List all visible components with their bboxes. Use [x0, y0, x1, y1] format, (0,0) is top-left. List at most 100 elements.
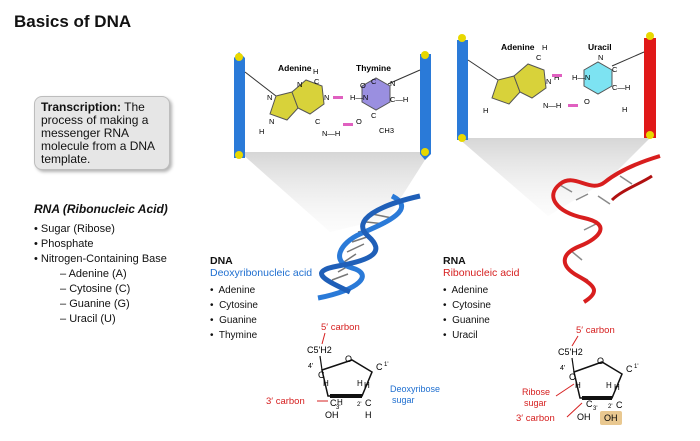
svg-text:H: H: [337, 398, 343, 407]
svg-text:1': 1': [384, 362, 388, 368]
callout-text: The process of making a messenger RNA mo…: [41, 100, 155, 166]
zoom-cone-dna: [240, 152, 430, 232]
svg-text:C: C: [371, 111, 377, 120]
highlight-2prime-oh: [600, 411, 622, 425]
sugar-2prime-oh-label: OH: [604, 413, 618, 423]
rna-strand: [551, 154, 661, 304]
svg-text:H: H: [364, 381, 370, 390]
svg-text:C: C: [536, 53, 542, 62]
svg-text:4': 4': [308, 363, 313, 370]
rna-folded-strand: [551, 154, 661, 304]
list-item: • Phosphate: [34, 238, 94, 250]
rna-backbone-right: [644, 38, 656, 138]
adenine-ring-6: [291, 79, 325, 115]
svg-text:C: C: [376, 362, 383, 372]
three-prime-label: 3′ carbon: [266, 396, 305, 407]
dna-title: DNA: [210, 255, 233, 267]
c5-label: C5'H2: [558, 347, 583, 357]
svg-text:C: C: [616, 400, 623, 410]
svg-text:2': 2': [608, 404, 612, 410]
uracil-ring: [583, 61, 613, 95]
svg-text:O: O: [345, 354, 352, 364]
sugar-ring: [573, 361, 623, 399]
dna-base-pair: Adenine N N H N C H N C N—H Thymine H—N …: [234, 51, 431, 160]
hydrogen-bond: [552, 74, 562, 77]
ribose-label: Ribose: [522, 387, 550, 397]
list-item: • Adenine: [210, 285, 256, 296]
svg-text:1': 1': [634, 364, 638, 370]
backbone-joint: [646, 32, 654, 40]
svg-text:3': 3': [593, 406, 597, 412]
svg-text:C: C: [314, 77, 320, 86]
backbone-joint: [458, 134, 466, 142]
list-item: – Guanine (G): [60, 298, 130, 310]
svg-text:C: C: [612, 65, 618, 74]
svg-text:H: H: [323, 379, 329, 388]
svg-text:N: N: [297, 80, 302, 89]
svg-text:H—N: H—N: [350, 93, 368, 102]
backbone-joint: [646, 131, 654, 139]
svg-text:3': 3': [336, 405, 340, 411]
list-item: • Thymine: [210, 330, 258, 341]
list-item: • Cytosine: [443, 300, 491, 311]
dna-strand-1: [317, 193, 404, 301]
svg-text:N—H: N—H: [322, 129, 340, 138]
thymine-ring: [361, 77, 391, 111]
list-item: • Nitrogen-Containing Base: [34, 253, 167, 265]
list-item: – Adenine (A): [60, 268, 127, 280]
svg-text:C: C: [365, 398, 372, 408]
ribose-sugar-diagram: 5′ carbon C5'H2 O 4' C 1' C H H H C 3' 2…: [516, 325, 638, 425]
transcription-callout: Transcription: The process of making a m…: [34, 96, 170, 170]
svg-text:N: N: [267, 93, 272, 102]
dna-double-helix: [317, 193, 421, 301]
dna-backbone-right: [420, 54, 431, 154]
backbone-joint: [235, 151, 243, 159]
list-item: • Guanine: [210, 315, 257, 326]
svg-text:N—H: N—H: [543, 101, 561, 110]
zoom-cone-rna: [458, 138, 650, 216]
rna-component-list: • Sugar (Ribose) • Phosphate • Nitrogen-…: [34, 222, 167, 327]
adenine-ring-6: [513, 63, 547, 99]
svg-text:C: C: [371, 77, 377, 86]
svg-text:N: N: [598, 53, 603, 62]
svg-text:N: N: [390, 79, 395, 88]
svg-text:C—H: C—H: [390, 95, 408, 104]
sugar-label: sugar: [392, 395, 415, 405]
five-prime-label: 5′ carbon: [576, 325, 615, 336]
sugar-oh-label: OH: [577, 412, 591, 422]
svg-text:H: H: [606, 381, 612, 390]
sugar-label: sugar: [524, 398, 547, 408]
uracil-label: Uracil: [588, 42, 612, 52]
svg-text:C: C: [569, 372, 576, 382]
rna-heading: RNA (Ribonucleic Acid): [34, 202, 168, 216]
five-prime-label: 5′ carbon: [321, 322, 360, 333]
svg-text:H—N: H—N: [572, 73, 590, 82]
svg-text:2': 2': [357, 402, 361, 408]
backbone-joint: [421, 148, 429, 156]
rna-subtitle: Ribonucleic acid: [443, 267, 520, 279]
svg-text:H: H: [575, 381, 581, 390]
svg-text:C: C: [330, 398, 337, 408]
svg-text:N: N: [546, 77, 551, 86]
svg-text:H: H: [259, 127, 264, 136]
backbone-joint: [235, 53, 243, 61]
three-prime-label: 3′ carbon: [516, 413, 555, 424]
svg-text:N: N: [324, 93, 329, 102]
rna-base-pair: Adenine H C N H N—H H Uracil H—N N C C—H…: [457, 32, 656, 142]
svg-text:N: N: [269, 117, 274, 126]
backbone-joint: [421, 51, 429, 59]
svg-text:H: H: [554, 73, 559, 82]
list-item: – Uracil (U): [60, 313, 116, 325]
dna-info-block: DNA Deoxyribonucleic acid • Adenine • Cy…: [210, 255, 312, 343]
rna-info-block: RNA Ribonucleic acid • Adenine • Cytosin…: [443, 255, 519, 343]
dna-subtitle: Deoxyribonucleic acid: [210, 267, 313, 279]
hydrogen-bond: [343, 123, 353, 126]
svg-text:H: H: [483, 106, 488, 115]
rna-backbone-left: [457, 40, 468, 140]
sugar-oh-label: OH: [325, 410, 339, 420]
backbone-joint: [458, 34, 466, 42]
thymine-label: Thymine: [356, 63, 391, 73]
hydrogen-bond: [333, 96, 343, 99]
page-title: Basics of DNA: [14, 12, 132, 31]
